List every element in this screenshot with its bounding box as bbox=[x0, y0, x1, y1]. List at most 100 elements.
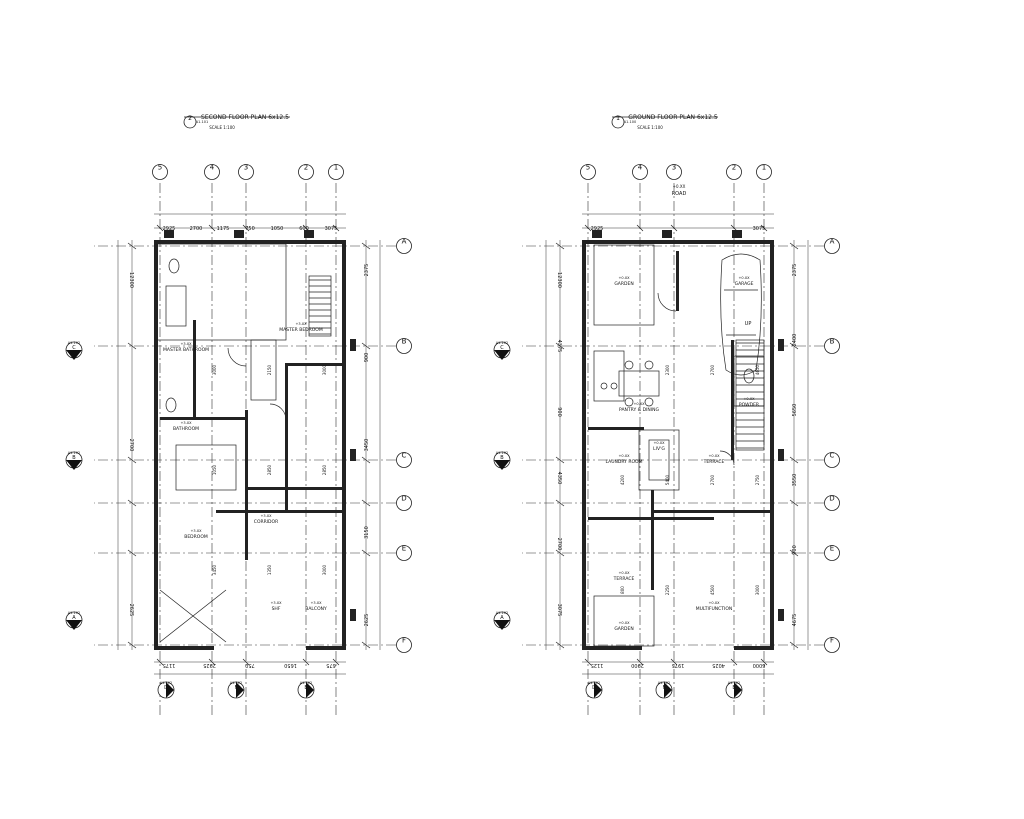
wall bbox=[778, 339, 784, 351]
room-level: +0.XX bbox=[708, 454, 720, 458]
wall bbox=[676, 251, 679, 311]
grid-bubble-row bbox=[824, 495, 840, 511]
dimension-tick bbox=[302, 658, 310, 666]
dimension-text: 750 bbox=[245, 226, 255, 232]
dimension-tick bbox=[555, 641, 565, 649]
room-level: +0.XX bbox=[618, 454, 630, 458]
grid-row-label: D bbox=[401, 495, 406, 503]
chair bbox=[644, 397, 654, 407]
section-letter: C bbox=[72, 345, 76, 351]
grid-row-label: C bbox=[402, 452, 407, 460]
sofa-outline bbox=[638, 429, 680, 491]
stair-up-label: UP bbox=[745, 321, 752, 327]
grid-column-label: 2 bbox=[732, 164, 736, 172]
room-level: +3.XX bbox=[310, 601, 322, 605]
plan-title: SECOND FLOOR PLAN 6x12.5 bbox=[201, 114, 289, 121]
section-arrow bbox=[306, 682, 314, 698]
balcony-cross bbox=[159, 589, 227, 643]
dimension-tick bbox=[242, 658, 250, 666]
inner-dimension: 2700 bbox=[710, 364, 715, 375]
grid-bubble-column bbox=[238, 164, 254, 180]
kitchen-counter bbox=[593, 350, 625, 402]
wall bbox=[154, 240, 158, 650]
dimension-text: 3550 bbox=[792, 474, 798, 487]
room-name: GARAGE bbox=[735, 281, 754, 287]
dimension-tick bbox=[636, 658, 644, 666]
chair bbox=[624, 360, 634, 370]
dimension-tick bbox=[789, 641, 799, 649]
dimension-tick bbox=[208, 224, 216, 232]
room-name: BEDROOM bbox=[184, 534, 208, 540]
wall bbox=[588, 517, 714, 520]
dimension-tick bbox=[361, 641, 371, 649]
dimension-text: 600 bbox=[299, 226, 309, 232]
dimension-text: 1175 bbox=[217, 226, 230, 232]
dimension-tick bbox=[555, 342, 565, 350]
grid-bubble-row bbox=[824, 637, 840, 653]
grid-row-label: B bbox=[830, 338, 835, 346]
inner-dimension: 2300 bbox=[665, 364, 670, 375]
section-arrow bbox=[494, 460, 510, 470]
grid-bubble-row bbox=[824, 338, 840, 354]
wall bbox=[582, 240, 586, 650]
dimension-text: 900 bbox=[792, 545, 798, 555]
room-level: +0.XX bbox=[618, 276, 630, 280]
dimension-text: 2925 bbox=[591, 226, 604, 232]
section-sheet: A1.102 bbox=[300, 681, 312, 685]
grid-bubble-column bbox=[580, 164, 596, 180]
inner-dimension: 3000 bbox=[212, 364, 217, 375]
section-arrow bbox=[166, 682, 174, 698]
inner-dimension: 4500 bbox=[710, 584, 715, 595]
plan-title: GROUND FLOOR PLAN 6x12.5 bbox=[628, 114, 718, 121]
wall bbox=[350, 609, 356, 621]
section-sheet: A1.102 bbox=[160, 681, 172, 685]
inner-dimension: 800 bbox=[620, 586, 625, 594]
grid-row-label: A bbox=[402, 238, 407, 246]
grid-column-label: 4 bbox=[638, 164, 643, 172]
section-letter: B bbox=[72, 455, 76, 461]
section-arrow bbox=[734, 682, 742, 698]
dimension-tick bbox=[156, 224, 164, 232]
section-letter: D bbox=[164, 685, 168, 691]
second-floor-plan: 12345FEDCBA67516507502925117530756001050… bbox=[65, 114, 412, 715]
room-level: +3.XX bbox=[190, 529, 202, 533]
room-level: +0.XX bbox=[618, 571, 630, 575]
section-arrow bbox=[66, 350, 82, 360]
dimension-text: 2625 bbox=[128, 604, 134, 617]
room-name: MASTER BATHROOM bbox=[163, 347, 209, 353]
wall bbox=[164, 230, 174, 238]
dimension-tick bbox=[789, 456, 799, 464]
wall bbox=[285, 363, 288, 513]
grid-row-label: A bbox=[830, 238, 835, 246]
wall bbox=[582, 240, 774, 244]
door-swing bbox=[657, 292, 677, 312]
title-bubble bbox=[611, 115, 625, 129]
room-level: +0.XX bbox=[653, 441, 665, 445]
dimension-text: 2700 bbox=[556, 538, 562, 551]
wall bbox=[350, 339, 356, 351]
dimension-tick bbox=[127, 641, 137, 649]
dimension-tick bbox=[730, 658, 738, 666]
grid-row-label: F bbox=[402, 637, 406, 645]
wall bbox=[160, 417, 246, 420]
dimension-tick bbox=[208, 658, 216, 666]
section-sheet: A1.102 bbox=[68, 451, 80, 455]
plan-number: 1 bbox=[616, 115, 620, 122]
inner-dimension: 4650 bbox=[755, 364, 760, 375]
grid-bubble-column bbox=[298, 164, 314, 180]
toilet-outline bbox=[168, 258, 180, 274]
dimension-text: 900 bbox=[556, 407, 562, 417]
inner-dimension: 3000 bbox=[322, 364, 327, 375]
wall bbox=[654, 510, 774, 513]
wardrobe-outline bbox=[250, 339, 277, 401]
dimension-text: 2700 bbox=[190, 226, 203, 232]
dimension-text: 3450 bbox=[364, 439, 370, 452]
wall bbox=[662, 230, 672, 238]
dimension-text: 1175 bbox=[163, 662, 176, 668]
dimension-tick bbox=[555, 242, 565, 250]
inner-dimension: 2250 bbox=[665, 584, 670, 595]
section-sheet: A1.102 bbox=[496, 451, 508, 455]
section-arrow bbox=[494, 350, 510, 360]
wall bbox=[246, 487, 346, 490]
room-level: +3.XX bbox=[260, 514, 272, 518]
